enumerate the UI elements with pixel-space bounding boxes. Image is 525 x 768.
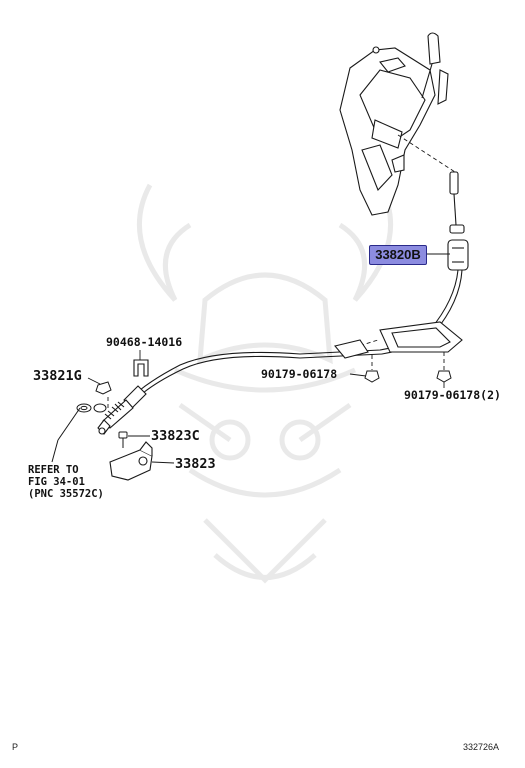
connection-dashes: [107, 134, 456, 448]
part-label-90179-06178[interactable]: 90179-06178: [261, 367, 338, 381]
part-label-90468-14016[interactable]: 90468-14016: [106, 335, 183, 349]
reference-note-line2: FIG 34-01: [28, 476, 85, 488]
reference-note-line3: (PNC 35572C): [28, 488, 104, 500]
cable-bracket-plate: [334, 321, 463, 359]
cable-lower-end: [97, 385, 147, 435]
reference-note: REFER TO FIG 34-01 (PNC 35572C): [28, 464, 104, 500]
cable-bracket-33823: [109, 441, 153, 481]
part-label-33823C[interactable]: 33823C: [151, 428, 200, 444]
footer-diagram-id: 332726A: [463, 742, 500, 752]
watermark-emblem-icon: [136, 183, 394, 584]
shift-control-cable: [139, 269, 463, 394]
nut-icon: [95, 370, 452, 395]
part-label-33821G[interactable]: 33821G: [33, 368, 82, 384]
part-number-text: 33820B: [375, 247, 421, 262]
part-label-33823[interactable]: 33823: [175, 456, 216, 472]
part-label-90179-06178-2[interactable]: 90179-06178(2): [404, 388, 501, 402]
shift-lever-assembly: [339, 32, 449, 216]
leader-lines: [87, 253, 450, 464]
footer-left-code: P: [12, 742, 19, 752]
bolt-icon: [118, 431, 128, 448]
washer-icon: [51, 403, 107, 463]
cable-upper-end: [447, 171, 469, 271]
reference-note-line1: REFER TO: [28, 464, 79, 476]
clip-icon: [133, 359, 149, 377]
part-label-33820B[interactable]: 33820B: [369, 245, 427, 265]
